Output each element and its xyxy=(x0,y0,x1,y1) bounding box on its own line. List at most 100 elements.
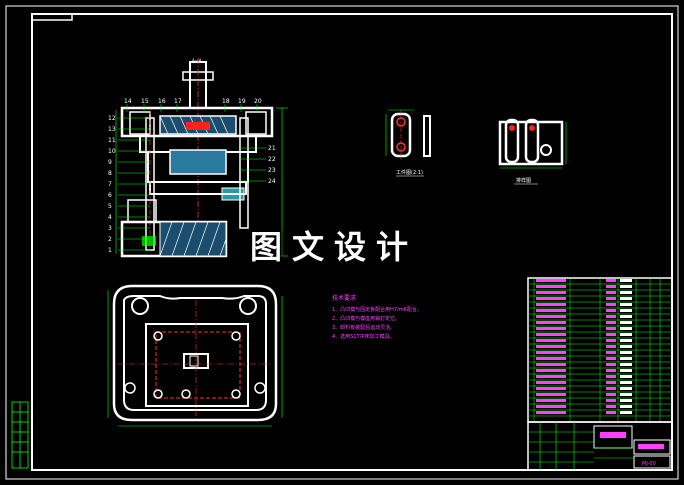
leader-number: 20 xyxy=(254,98,262,105)
parts-list-cell xyxy=(620,399,632,402)
parts-list-cell xyxy=(620,297,632,300)
plan-view xyxy=(107,284,283,427)
leader-number: 3 xyxy=(108,225,112,232)
parts-list-cell xyxy=(606,387,616,390)
parts-list-cell xyxy=(620,327,632,330)
strip-layout-view: 排样图 xyxy=(498,118,567,185)
parts-list-cell xyxy=(620,411,632,414)
parts-list-cell xyxy=(606,345,616,348)
parts-list-cell xyxy=(620,285,632,288)
parts-list-cell xyxy=(620,279,632,282)
outer-frame xyxy=(5,5,679,480)
parts-list-cell xyxy=(606,297,616,300)
revision-table xyxy=(11,401,29,469)
parts-list-cell xyxy=(536,339,566,342)
parts-list-cell xyxy=(536,297,566,300)
tech-requirements-title: 技术要求 xyxy=(332,294,356,302)
parts-list-cell xyxy=(606,351,616,354)
parts-list-cell xyxy=(606,375,616,378)
parts-list-cell xyxy=(606,405,616,408)
parts-list-cell xyxy=(620,291,632,294)
parts-list-cell xyxy=(536,351,566,354)
parts-list-cell xyxy=(606,291,616,294)
parts-list-cell xyxy=(620,375,632,378)
parts-list-cell xyxy=(606,309,616,312)
parts-list-cell xyxy=(620,345,632,348)
svg-text:A—A: A—A xyxy=(192,58,202,63)
parts-list-cell xyxy=(606,393,616,396)
leader-number: 2 xyxy=(108,236,112,243)
leader-number: 9 xyxy=(108,159,112,166)
parts-list-cell xyxy=(606,327,616,330)
parts-list-cell xyxy=(536,321,566,324)
parts-list-cell xyxy=(606,333,616,336)
parts-list-cell xyxy=(620,381,632,384)
parts-list-cell xyxy=(536,327,566,330)
parts-list-cell xyxy=(606,399,616,402)
parts-list-cell xyxy=(620,339,632,342)
parts-list-cell xyxy=(606,279,616,282)
parts-list-cell xyxy=(620,387,632,390)
leader-number: 22 xyxy=(268,156,276,163)
leader-number: 10 xyxy=(108,148,116,155)
parts-list-cell xyxy=(606,369,616,372)
parts-list-cell xyxy=(536,315,566,318)
leader-number: 19 xyxy=(238,98,246,105)
parts-list-cell xyxy=(620,303,632,306)
parts-list-cell xyxy=(620,315,632,318)
parts-list-cell xyxy=(536,411,566,414)
part-view-caption: 工件图(2:1) xyxy=(396,169,423,176)
parts-list-cell xyxy=(606,321,616,324)
parts-list-cell xyxy=(536,309,566,312)
parts-list-cell xyxy=(536,375,566,378)
parts-list-cell xyxy=(536,381,566,384)
parts-list-cell xyxy=(606,303,616,306)
leader-number: 4 xyxy=(108,214,112,221)
tech-requirement-1: 1、凸凹模与固定板配合用H7/m6配合。 xyxy=(332,306,422,313)
watermark: 图文设计 xyxy=(250,228,419,266)
leader-number: 15 xyxy=(141,98,149,105)
parts-list-cell xyxy=(536,357,566,360)
tech-requirement-2: 2、凸凹模与模座用销钉定位。 xyxy=(332,315,400,322)
parts-list-cell xyxy=(606,381,616,384)
parts-list-cell xyxy=(620,357,632,360)
parts-list-cell xyxy=(620,363,632,366)
parts-list-cell xyxy=(536,363,566,366)
leader-number: 12 xyxy=(108,115,116,122)
parts-list-cell xyxy=(536,285,566,288)
leader-number: 11 xyxy=(108,137,116,144)
leader-number: 23 xyxy=(268,167,276,174)
parts-list-cell xyxy=(536,333,566,336)
tech-requirements: 技术要求 1、凸凹模与固定板配合用H7/m6配合。 2、凸凹模与模座用销钉定位。… xyxy=(332,294,422,340)
part-view: 工件图(2:1) xyxy=(385,109,431,177)
parts-list-cell xyxy=(606,363,616,366)
parts-list-cell xyxy=(620,321,632,324)
parts-list-cell xyxy=(606,357,616,360)
parts-list-cell xyxy=(536,279,566,282)
title-block: MJ-00 xyxy=(527,421,673,471)
parts-list-cell xyxy=(620,393,632,396)
parts-list-cell xyxy=(620,333,632,336)
leader-number: 17 xyxy=(174,98,182,105)
leader-number: 14 xyxy=(124,98,132,105)
parts-list-cell xyxy=(606,315,616,318)
parts-list-cell xyxy=(536,369,566,372)
parts-list-cell xyxy=(536,291,566,294)
leader-number: 8 xyxy=(108,170,112,177)
leader-number: 5 xyxy=(108,203,112,210)
tech-requirement-4: 4、选用S1T冲床加工模具。 xyxy=(332,333,395,340)
parts-list-cell xyxy=(620,309,632,312)
parts-list-cell xyxy=(620,405,632,408)
parts-list-cell xyxy=(536,387,566,390)
leader-number: 21 xyxy=(268,145,276,152)
leader-number: 16 xyxy=(158,98,166,105)
parts-list-table xyxy=(527,277,673,423)
leader-number: 6 xyxy=(108,192,112,199)
leader-number: 1 xyxy=(108,247,112,254)
parts-list-cell xyxy=(606,285,616,288)
drawing-border xyxy=(31,13,673,471)
parts-list-cell xyxy=(536,345,566,348)
corner-tab xyxy=(31,13,73,21)
